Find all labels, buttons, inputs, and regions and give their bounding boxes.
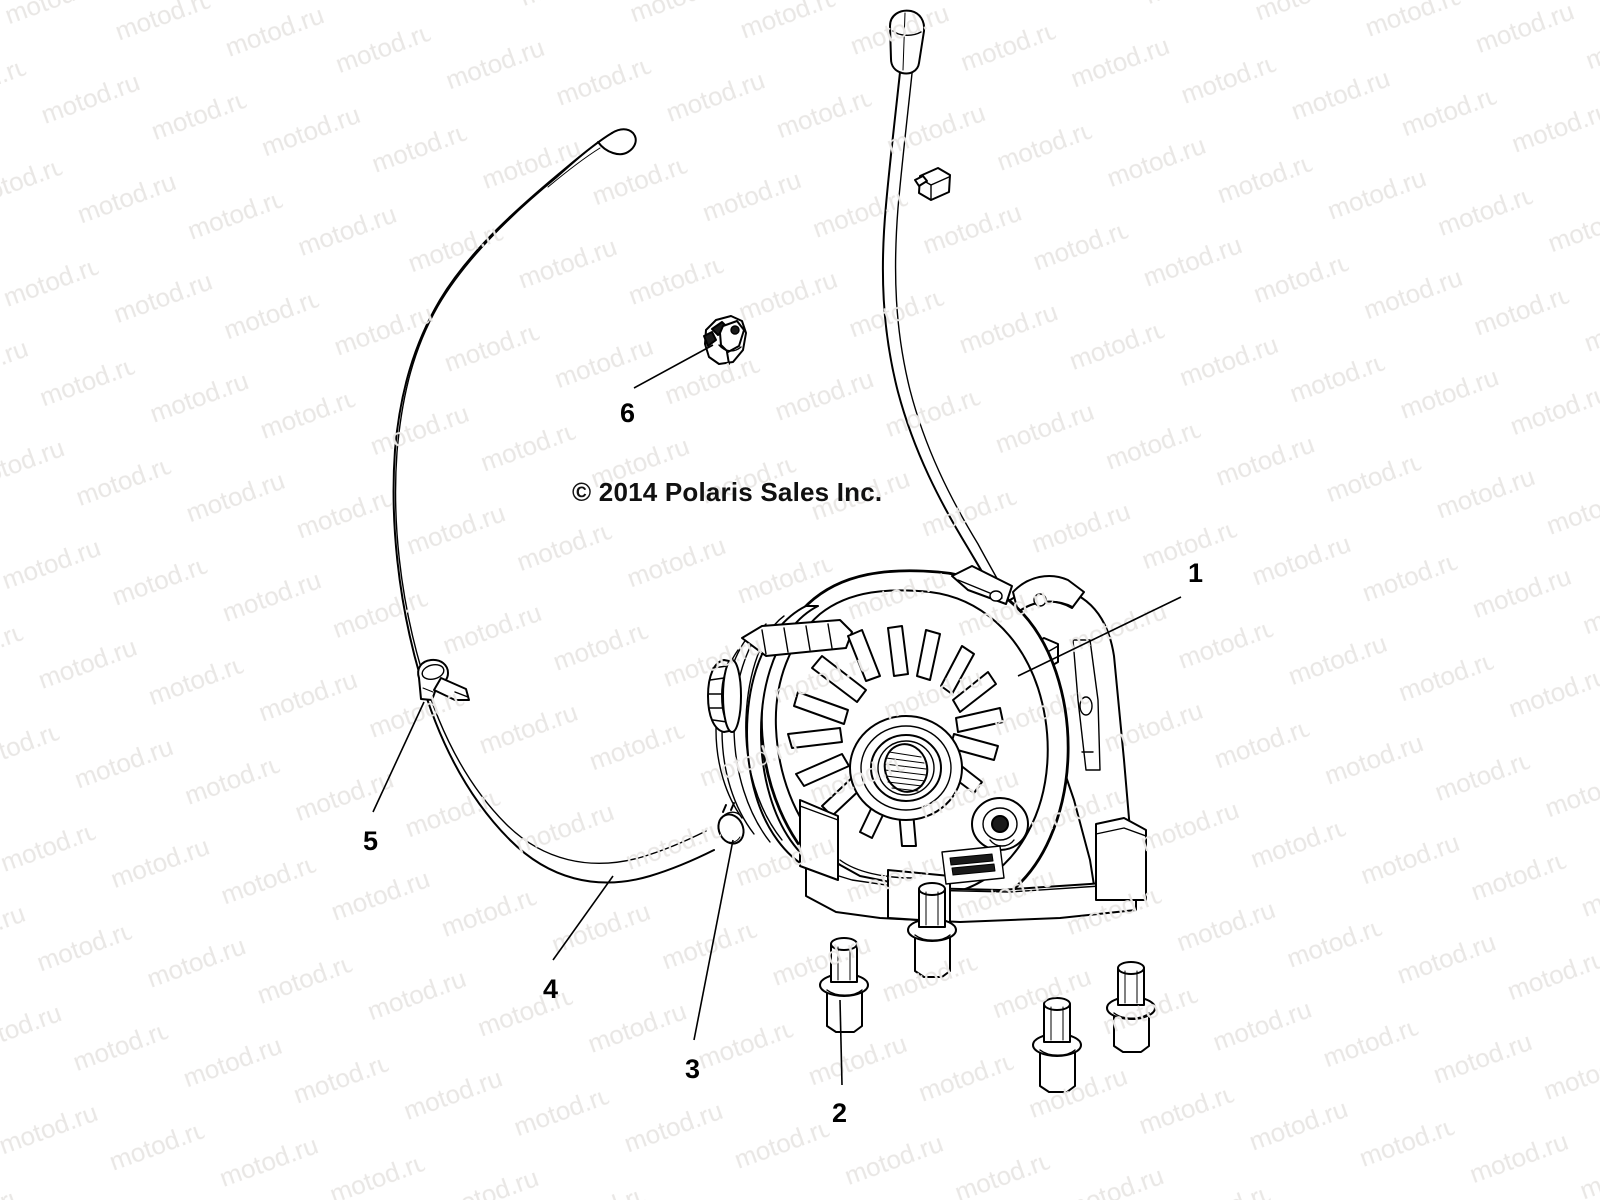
leader-line-1 xyxy=(1017,596,1182,677)
callout-label-2: 2 xyxy=(832,1098,848,1128)
leader-line-2 xyxy=(839,999,843,1086)
copyright-notice: © 2014 Polaris Sales Inc. xyxy=(572,477,883,507)
leader-line-4 xyxy=(552,875,614,961)
leader-line-6 xyxy=(633,344,714,389)
callout-label-3: 3 xyxy=(685,1054,701,1084)
callout-label-4: 4 xyxy=(543,974,559,1004)
leader-line-5 xyxy=(372,701,425,813)
callout-label-5: 5 xyxy=(363,826,379,856)
callout-label-6: 6 xyxy=(620,398,636,428)
callout-label-1: 1 xyxy=(1188,558,1204,588)
leader-line-3 xyxy=(693,839,734,1041)
